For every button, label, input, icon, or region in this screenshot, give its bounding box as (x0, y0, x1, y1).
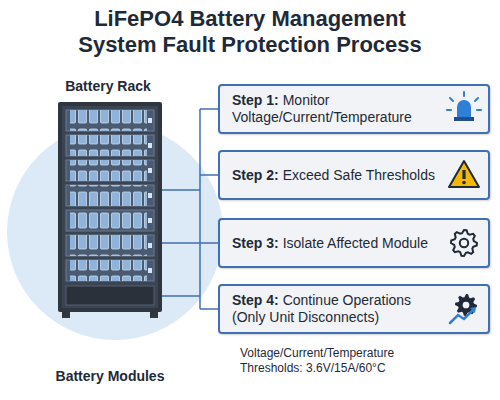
gear-icon (451, 230, 477, 256)
step-text: Step 2:Exceed Safe Thresholds (232, 167, 440, 184)
step-text: Step 1:Monitor Voltage/Current/Temperatu… (232, 92, 440, 126)
step-text: Step 4:Continue Operations (Only Unit Di… (232, 292, 440, 326)
bracket-lines (162, 109, 218, 309)
step-text: Step 3:Isolate Affected Module (232, 235, 440, 252)
step-box: Step 1:Monitor Voltage/Current/Temperatu… (218, 84, 490, 134)
step-number: Step 3: (232, 235, 279, 251)
step-number: Step 2: (232, 167, 279, 183)
step-box: Step 4:Continue Operations (Only Unit Di… (218, 284, 490, 334)
step-box: Step 2:Exceed Safe Thresholds (218, 150, 490, 200)
alarm-light-icon (447, 92, 481, 121)
step-description: Isolate Affected Module (283, 235, 428, 251)
step-number: Step 1: (232, 92, 279, 108)
step-description: Exceed Safe Thresholds (283, 167, 435, 183)
step-number: Step 4: (232, 292, 279, 308)
threshold-note: Voltage/Current/Temperature Thresholds: … (240, 346, 440, 376)
modules-label: Battery Modules (56, 368, 165, 384)
title: LiFePO4 Battery Management System Fault … (70, 6, 430, 58)
step-box: Step 3:Isolate Affected Module (218, 218, 490, 268)
battery-rack (58, 102, 162, 318)
gear-arrow-icon (450, 294, 477, 323)
warning-icon (449, 161, 479, 187)
rack-label: Battery Rack (65, 78, 151, 94)
